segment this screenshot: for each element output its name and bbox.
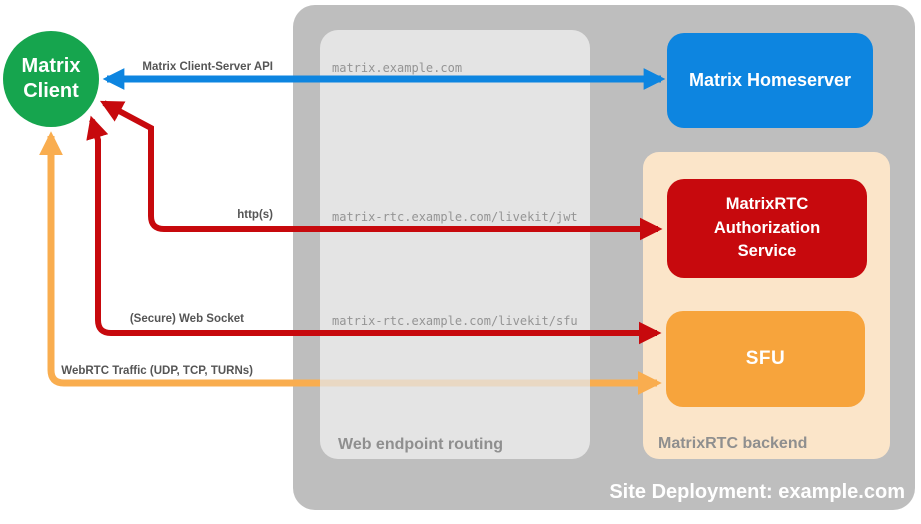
- webrtc-arrow-left-segment: [39, 131, 320, 387]
- web-endpoint-routing-box: [320, 30, 590, 459]
- https-edge-label: http(s): [237, 209, 273, 221]
- matrix-client-label: Matrix Client: [21, 55, 81, 102]
- site-deployment-label: Site Deployment: example.com: [609, 481, 905, 503]
- matrixrtc-auth-service-node: MatrixRTC Authorization Service: [667, 179, 867, 278]
- matrix-homeserver-label: Matrix Homeserver: [688, 70, 852, 90]
- sfu-label: SFU: [745, 348, 786, 369]
- livekit-sfu-route: matrix-rtc.example.com/livekit/sfu: [332, 314, 578, 328]
- webrtc-edge-label: WebRTC Traffic (UDP, TCP, TURNs): [61, 365, 253, 377]
- web-endpoint-routing-label: Web endpoint routing: [338, 436, 504, 453]
- client-server-api-edge-label: Matrix Client-Server API: [142, 61, 273, 73]
- matrix-domain-route: matrix.example.com: [332, 61, 463, 75]
- matrixrtc-backend-label: MatrixRTC backend: [658, 435, 808, 452]
- sfu-node: SFU: [666, 311, 865, 407]
- websocket-edge-label: (Secure) Web Socket: [129, 313, 244, 325]
- matrixrtc-auth-service-label: MatrixRTC Authorization Service: [713, 194, 821, 261]
- matrix-homeserver-node: Matrix Homeserver: [667, 33, 873, 128]
- livekit-jwt-route: matrix-rtc.example.com/livekit/jwt: [332, 210, 578, 224]
- matrix-client-node: Matrix Client: [3, 31, 99, 127]
